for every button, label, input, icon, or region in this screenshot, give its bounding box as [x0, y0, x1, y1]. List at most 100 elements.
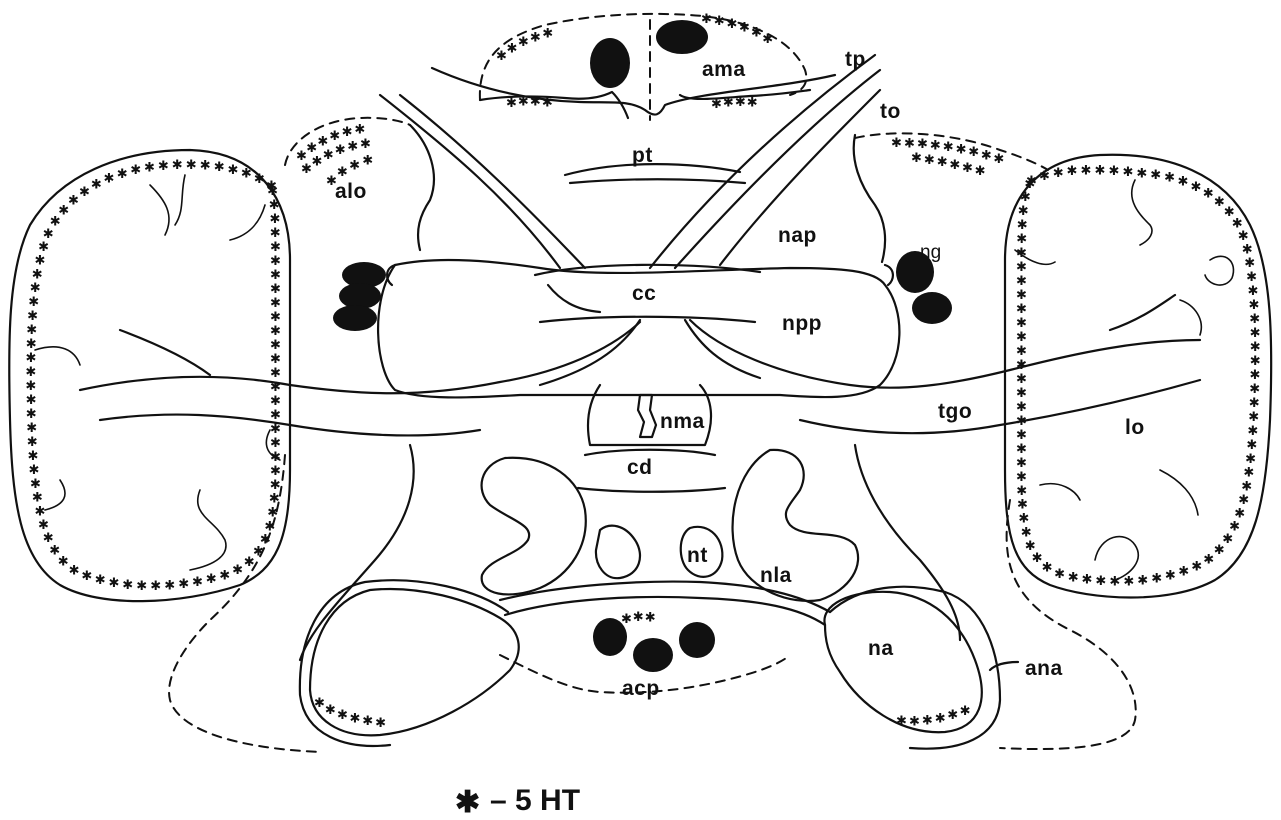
- left-lo-star-marker: ✱: [267, 184, 278, 199]
- right-lo-star-marker: ✱: [1016, 442, 1027, 457]
- label-ama: ama: [702, 58, 746, 81]
- left-lo-star-marker: ✱: [28, 295, 39, 310]
- na-left-star-marker: ✱: [325, 703, 336, 718]
- left-lo-star-marker: ✱: [269, 492, 280, 507]
- right-upper-star-marker: ✱: [956, 142, 967, 157]
- right-upper-star-marker: ✱: [924, 153, 935, 168]
- left-lo-star-marker: ✱: [270, 366, 281, 381]
- cell-alo-3: [333, 305, 377, 331]
- left-lo-star-marker: ✱: [26, 421, 37, 436]
- central-brain-outline-right: [854, 135, 885, 262]
- ama-star-marker: ✱: [518, 95, 529, 110]
- left-lo-star-marker: ✱: [28, 449, 39, 464]
- tract-left-diagonal-inner: [400, 95, 585, 268]
- right-lo-star-marker: ✱: [1245, 452, 1256, 467]
- right-lo-star-marker: ✱: [1081, 163, 1092, 178]
- right-lo-star-marker: ✱: [1016, 288, 1027, 303]
- left-lo-star-marker: ✱: [178, 577, 189, 592]
- right-lo-connector: [1110, 295, 1175, 330]
- left-lo-star-marker: ✱: [270, 478, 281, 493]
- left-optic-tract-upper: [80, 322, 640, 393]
- right-lo-star-marker: ✱: [1095, 163, 1106, 178]
- ama-star-marker: ✱: [530, 30, 541, 45]
- upper-brain-arc-inner: [480, 92, 628, 118]
- right-lo-star-marker: ✱: [1203, 187, 1214, 202]
- left-lo-star-marker: ✱: [122, 578, 133, 593]
- alo-star-marker: ✱: [337, 165, 348, 180]
- ama-star-marker: ✱: [507, 41, 518, 56]
- left-lo-star-marker: ✱: [270, 324, 281, 339]
- left-lo-star-marker: ✱: [270, 296, 281, 311]
- right-lo-star-marker: ✱: [1244, 256, 1255, 271]
- right-lo-star-marker: ✱: [1016, 386, 1027, 401]
- right-lo-star-marker: ✱: [1250, 340, 1261, 355]
- right-upper-star-marker: ✱: [917, 137, 928, 152]
- cc-lower: [540, 317, 755, 322]
- alo-star-marker: ✱: [362, 154, 373, 169]
- right-lo-star-marker: ✱: [1243, 466, 1254, 481]
- right-lo-star-marker: ✱: [1249, 298, 1260, 313]
- right-upper-star-marker: ✱: [975, 164, 986, 179]
- right-lo-star-marker: ✱: [1095, 574, 1106, 589]
- cd-line-lower: [578, 488, 725, 492]
- right-lo-branch-2: [1205, 256, 1233, 285]
- left-lo-star-marker: ✱: [270, 380, 281, 395]
- small-lobe-left: [596, 526, 640, 578]
- right-tubercle: [885, 265, 893, 285]
- ama-star-marker: ✱: [735, 95, 746, 110]
- left-lo-branch-5: [45, 480, 65, 510]
- left-lo-star-marker: ✱: [68, 194, 79, 209]
- left-lo-star-marker: ✱: [219, 568, 230, 583]
- left-lo-branch-2: [175, 175, 185, 225]
- right-lo-star-marker: ✱: [1067, 164, 1078, 179]
- right-lo-branch-7: [1160, 470, 1198, 515]
- right-lo-star-marker: ✱: [1016, 372, 1027, 387]
- left-lo-star-marker: ✱: [117, 167, 128, 182]
- left-lo-star-marker: ✱: [32, 267, 43, 282]
- legend-text: – 5 HT: [490, 784, 580, 817]
- label-nap: nap: [778, 224, 817, 247]
- left-lo-star-marker: ✱: [79, 185, 90, 200]
- right-lo-star-marker: ✱: [1250, 326, 1261, 341]
- cell-acp-center: [633, 638, 673, 672]
- label-tgo: tgo: [938, 400, 972, 423]
- left-lo-connector: [120, 330, 210, 375]
- right-lo-star-marker: ✱: [1249, 382, 1260, 397]
- right-lo-star-marker: ✱: [1016, 232, 1027, 247]
- right-upper-star-marker: ✱: [930, 138, 941, 153]
- right-lo-star-marker: ✱: [1246, 438, 1257, 453]
- acp-star-marker: ✱: [633, 610, 644, 625]
- na-left-outer: [300, 580, 508, 746]
- upper-brain-arc: [432, 68, 835, 115]
- pt-line-2: [570, 179, 745, 183]
- right-upper-star-marker: ✱: [993, 152, 1004, 167]
- right-lo-star-marker: ✱: [1017, 218, 1028, 233]
- left-lo-star-marker: ✱: [91, 178, 102, 193]
- left-lo-star-marker: ✱: [95, 573, 106, 588]
- right-lo-star-marker: ✱: [1016, 456, 1027, 471]
- right-lo-star-marker: ✱: [1020, 190, 1031, 205]
- right-lo-star-marker: ✱: [1246, 270, 1257, 285]
- left-lo-star-marker: ✱: [26, 337, 37, 352]
- right-lo-star-marker: ✱: [1025, 539, 1036, 554]
- na-right-star-marker: ✱: [935, 711, 946, 726]
- ama-star-marker: ✱: [542, 96, 553, 111]
- right-lo-star-marker: ✱: [1016, 414, 1027, 429]
- left-lo-star-marker: ✱: [270, 408, 281, 423]
- label-cd: cd: [627, 456, 653, 479]
- right-lo-star-marker: ✱: [1016, 428, 1027, 443]
- left-lo-star-marker: ✱: [29, 463, 40, 478]
- left-lo-star-marker: ✱: [267, 506, 278, 521]
- label-ana: ana: [1025, 657, 1063, 680]
- tract-down-left: [540, 320, 640, 385]
- na-left-star-marker: ✱: [337, 708, 348, 723]
- na-right-star-marker: ✱: [947, 708, 958, 723]
- legend-symbol: ✱: [455, 786, 480, 819]
- right-lo-star-marker: ✱: [1016, 358, 1027, 373]
- nma-marker: [638, 395, 656, 437]
- right-lo-star-marker: ✱: [1018, 512, 1029, 527]
- right-lo-star-marker: ✱: [1016, 400, 1027, 415]
- right-upper-star-marker: ✱: [981, 148, 992, 163]
- ama-star-marker: ✱: [751, 25, 762, 40]
